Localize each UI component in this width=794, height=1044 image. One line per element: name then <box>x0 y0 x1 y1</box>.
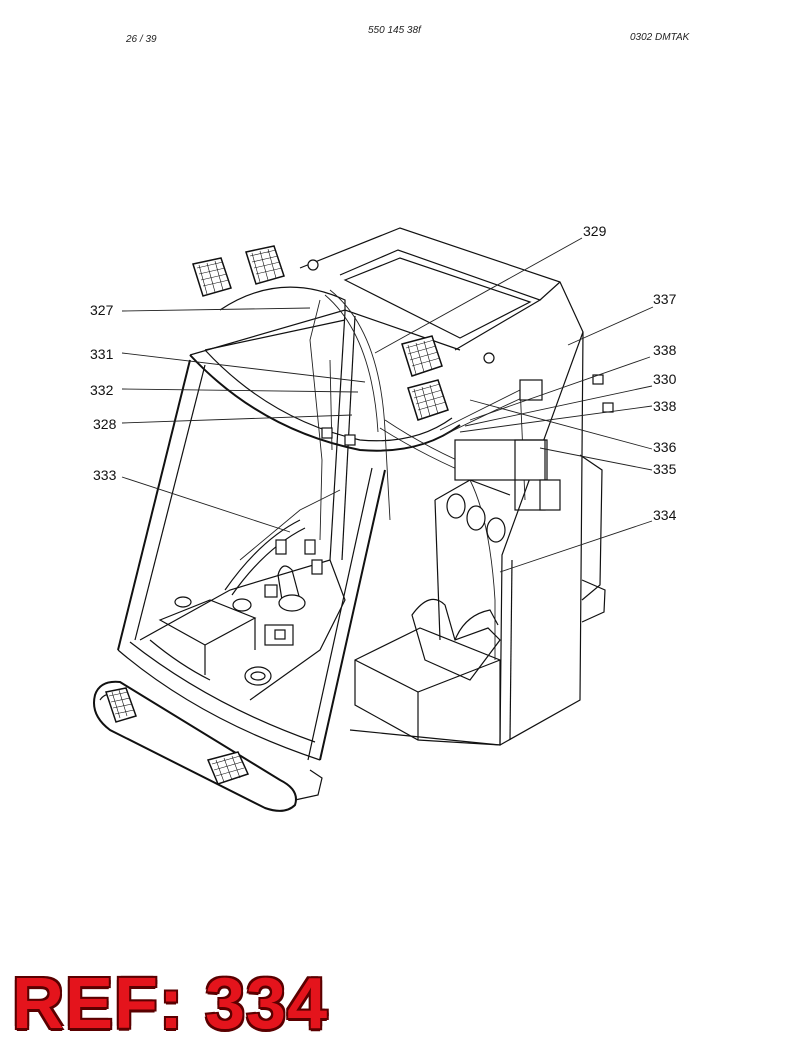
callout-333: 333 <box>93 467 117 483</box>
wiring-harness <box>239 289 614 681</box>
reference-banner: REF: 334 <box>12 964 329 1044</box>
callout-338-a: 338 <box>653 342 677 358</box>
callout-336: 336 <box>653 439 677 455</box>
work-lamps <box>105 245 495 785</box>
callout-334: 334 <box>653 507 677 523</box>
callout-331: 331 <box>90 346 114 362</box>
callout-338-b: 338 <box>653 398 677 414</box>
page-number: 26 / 39 <box>126 34 157 45</box>
callout-328: 328 <box>93 416 117 432</box>
leader-lines <box>121 237 654 573</box>
callout-332: 332 <box>90 382 114 398</box>
dashboard <box>139 519 346 701</box>
callout-337: 337 <box>653 291 677 307</box>
callout-labels: 329 327 337 331 338 332 330 328 338 336 … <box>90 223 677 523</box>
callout-335: 335 <box>653 461 677 477</box>
document-code: 550 145 38f <box>368 25 421 36</box>
revision-code: 0302 DMTAK <box>630 32 690 43</box>
callout-330: 330 <box>653 371 677 387</box>
callout-329: 329 <box>583 223 607 239</box>
callout-327: 327 <box>90 302 114 318</box>
